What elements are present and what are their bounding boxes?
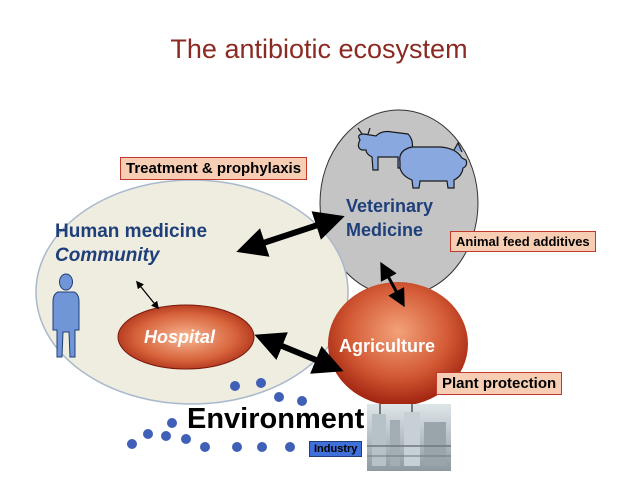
- person-icon: [52, 273, 80, 358]
- hospital-ellipse: [117, 304, 255, 370]
- animal-feed-additives-label: Animal feed additives: [450, 231, 596, 252]
- treatment-prophylaxis-label: Treatment & prophylaxis: [120, 157, 308, 180]
- page-title: The antibiotic ecosystem: [170, 34, 468, 64]
- arrow-human-veterinary: [236, 211, 345, 257]
- arrow-hospital-agriculture: [254, 332, 344, 374]
- arrow-veterinary-agriculture: [380, 261, 405, 308]
- agriculture-label: Agriculture: [339, 336, 436, 356]
- plant-protection-label: Plant protection: [436, 372, 563, 395]
- pig-icon: [399, 141, 468, 189]
- environment-dots: [127, 378, 307, 452]
- human-medicine-circle: [35, 179, 349, 405]
- hospital-label: Hospital: [144, 327, 216, 347]
- veterinary-label-line1: Veterinary: [346, 196, 434, 216]
- community-label: Community: [55, 245, 160, 266]
- industry-label: Industry: [309, 441, 363, 457]
- veterinary-label-line2: Medicine: [346, 220, 424, 240]
- environment-label: Environment: [187, 403, 365, 435]
- arrow-community-hospital: [136, 280, 159, 310]
- agriculture-circle: [328, 282, 468, 406]
- human-medicine-label: Human medicine: [55, 221, 208, 242]
- factory-image: [367, 404, 451, 471]
